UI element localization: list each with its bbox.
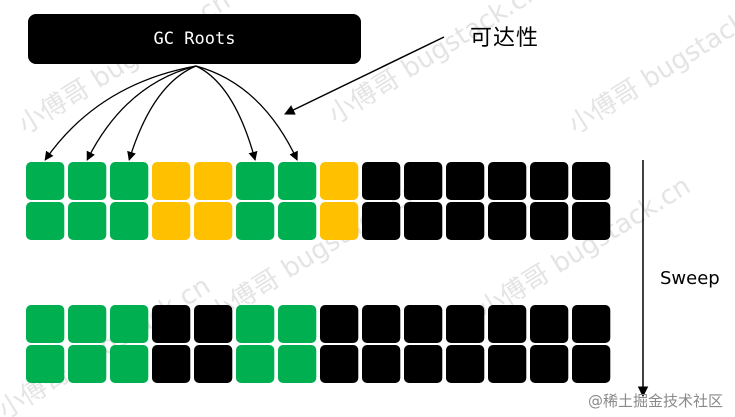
heap-before-sweep (26, 162, 611, 240)
reference-arrow (127, 65, 197, 161)
after-cell-reachable (278, 345, 317, 383)
after-cell-reachable (278, 305, 317, 343)
after-cell-free (488, 305, 527, 343)
before-cell-reachable (68, 202, 107, 240)
before-cell-free (446, 202, 485, 240)
after-cell-reachable (68, 345, 107, 383)
before-cell-unreachable (152, 202, 191, 240)
after-cell-free (362, 305, 401, 343)
gc-roots-box: GC Roots (28, 14, 361, 64)
before-cell-free (362, 162, 401, 200)
after-cell-reachable (26, 305, 65, 343)
reference-arrows (44, 65, 298, 161)
after-cell-reachable (68, 305, 107, 343)
reference-arrow (195, 65, 298, 161)
after-cell-free (194, 345, 233, 383)
after-cell-free (530, 345, 569, 383)
reference-arrow (86, 65, 197, 161)
after-cell-free (152, 345, 191, 383)
after-cell-free (404, 305, 443, 343)
after-cell-free (572, 305, 611, 343)
before-cell-free (446, 162, 485, 200)
before-cell-free (572, 202, 611, 240)
before-cell-free (404, 202, 443, 240)
before-cell-reachable (110, 202, 149, 240)
credit-text: @稀土掘金技术社区 (587, 392, 723, 410)
after-cell-reachable (236, 345, 275, 383)
before-cell-reachable (236, 202, 275, 240)
after-cell-free (446, 345, 485, 383)
reachability-label: 可达性 (470, 26, 540, 51)
after-cell-free (320, 345, 359, 383)
after-cell-free (488, 345, 527, 383)
reference-arrow (195, 65, 258, 161)
after-cell-free (194, 305, 233, 343)
after-cell-free (530, 305, 569, 343)
before-cell-unreachable (152, 162, 191, 200)
before-cell-free (488, 202, 527, 240)
before-cell-unreachable (194, 162, 233, 200)
before-cell-free (530, 162, 569, 200)
after-cell-reachable (110, 345, 149, 383)
before-cell-reachable (26, 202, 65, 240)
after-cell-free (404, 345, 443, 383)
before-cell-reachable (68, 162, 107, 200)
before-cell-free (488, 162, 527, 200)
after-cell-free (152, 305, 191, 343)
gc-roots-label: GC Roots (153, 29, 236, 49)
before-cell-free (362, 202, 401, 240)
after-cell-reachable (26, 345, 65, 383)
after-cell-reachable (236, 305, 275, 343)
before-cell-reachable (26, 162, 65, 200)
before-cell-reachable (110, 162, 149, 200)
reachability-pointer-arrow (284, 36, 445, 115)
before-cell-reachable (236, 162, 275, 200)
heap-after-sweep (26, 305, 611, 383)
after-cell-reachable (110, 305, 149, 343)
before-cell-reachable (278, 162, 317, 200)
before-cell-free (572, 162, 611, 200)
before-cell-reachable (278, 202, 317, 240)
before-cell-free (530, 202, 569, 240)
before-cell-unreachable (194, 202, 233, 240)
before-cell-free (404, 162, 443, 200)
after-cell-free (446, 305, 485, 343)
after-cell-free (572, 345, 611, 383)
reference-arrow (44, 65, 197, 161)
sweep-label: Sweep (660, 268, 720, 289)
after-cell-free (362, 345, 401, 383)
before-cell-unreachable (320, 202, 359, 240)
before-cell-unreachable (320, 162, 359, 200)
after-cell-free (320, 305, 359, 343)
